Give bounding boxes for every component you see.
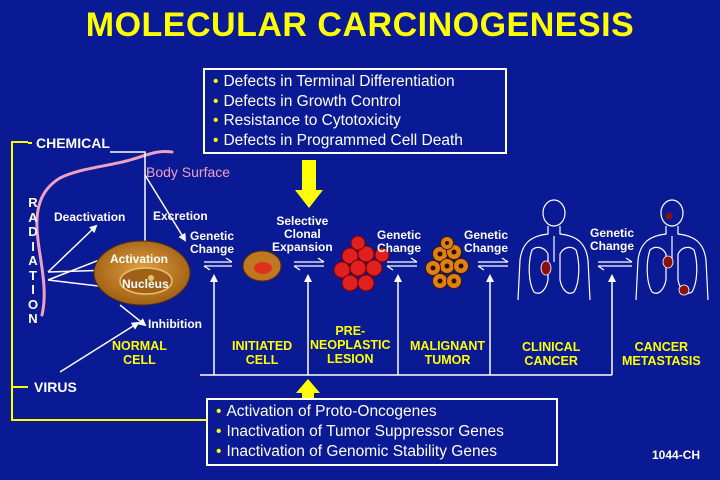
malignant-cluster	[425, 236, 469, 289]
genetic-changes-box: •Activation of Proto-Oncogenes •Inactiva…	[206, 398, 558, 466]
inhibition-label: Inhibition	[148, 317, 202, 331]
oncogene-arrow-up	[296, 379, 320, 400]
excretion-label: Excretion	[153, 209, 208, 223]
clinical-torso-figure	[517, 199, 591, 301]
slide-code: 1044-CH	[652, 448, 701, 462]
list-item: •Defects in Growth Control	[213, 92, 401, 110]
page-title: MOLECULAR CARCINOGENESIS	[85, 6, 635, 44]
list-item: •Inactivation of Tumor Suppressor Genes	[216, 423, 504, 440]
genetic-changes-list: •Activation of Proto-Oncogenes •Inactiva…	[216, 402, 556, 462]
initiated-cell-graphic	[242, 250, 282, 282]
nucleus-label: Nucleus	[122, 277, 169, 291]
list-item: •Activation of Proto-Oncogenes	[216, 403, 437, 420]
normal-cell	[93, 240, 191, 306]
chemical-path	[110, 151, 187, 252]
chemical-label: CHEMICAL	[36, 135, 110, 151]
deactivation-label: Deactivation	[54, 210, 126, 224]
list-item: •Inactivation of Genomic Stability Genes	[216, 443, 497, 460]
metastasis-torso-figure	[635, 199, 709, 301]
body-surface-curve	[35, 150, 174, 317]
equilibrium-arrows	[203, 257, 633, 271]
feedback-lines	[200, 274, 616, 376]
preneoplastic-cluster	[333, 235, 390, 292]
agent-bracket	[11, 141, 210, 421]
cellular-defects-list: •Defects in Terminal Differentiation •De…	[213, 72, 505, 150]
list-item: •Resistance to Cytotoxicity	[213, 112, 401, 129]
activation-label: Activation	[110, 252, 169, 266]
cellular-defects-box: •Defects in Terminal Differentiation •De…	[203, 68, 507, 154]
list-item: •Defects in Terminal Differentiation	[213, 73, 455, 90]
body-surface-label: Body Surface	[146, 164, 231, 180]
selection-arrow-down	[295, 160, 323, 208]
virus-label: VIRUS	[34, 379, 77, 395]
list-item: •Defects in Programmed Cell Death	[213, 131, 463, 149]
